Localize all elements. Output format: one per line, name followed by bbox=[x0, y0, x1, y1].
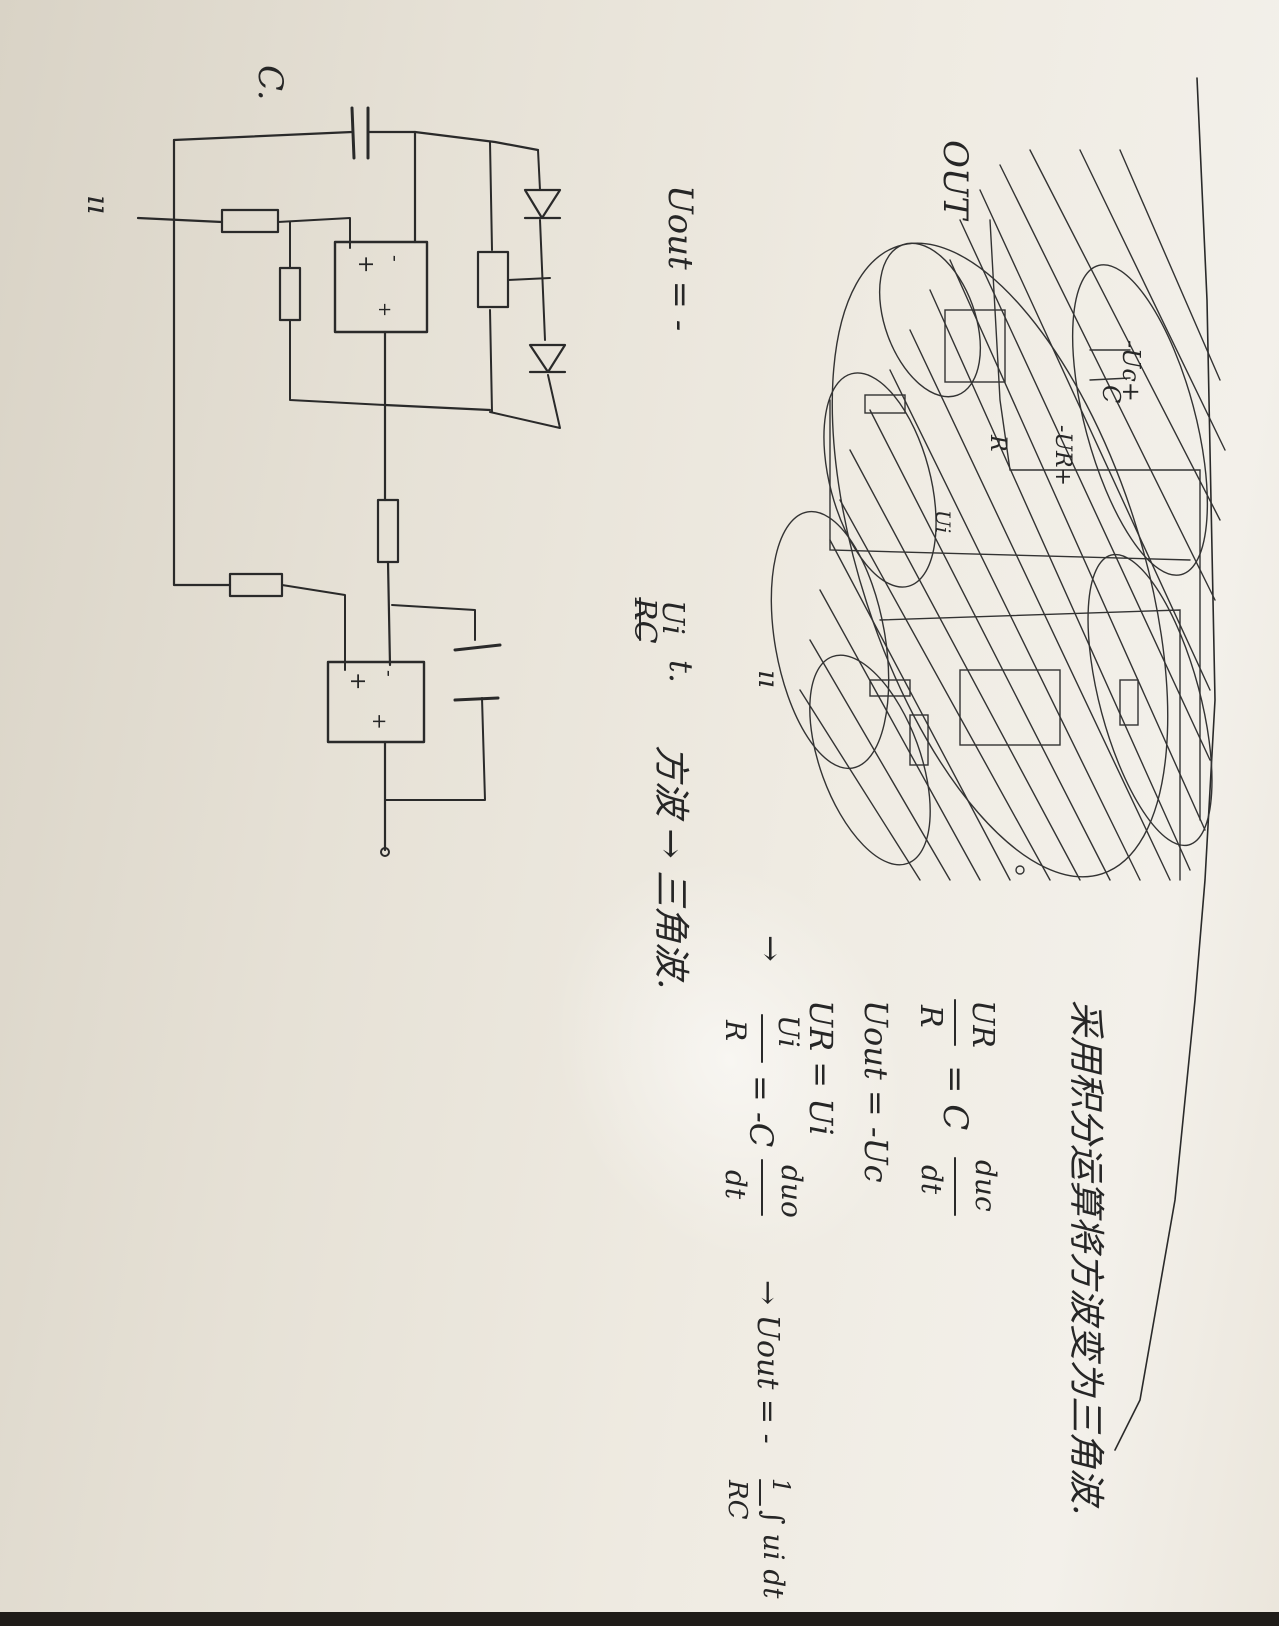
bottom-res-wire bbox=[281, 584, 346, 671]
zener-tap bbox=[507, 277, 551, 281]
diode-1 bbox=[523, 188, 562, 220]
eq4-rhs: = -C bbox=[742, 1075, 780, 1148]
top-formula-t: t. bbox=[662, 660, 700, 684]
opamp1-minus-label: - bbox=[384, 255, 408, 262]
scribble-r-label: R bbox=[985, 435, 1010, 452]
margin-line bbox=[1114, 77, 1216, 1451]
eq1-denominator: R bbox=[913, 1005, 948, 1028]
left-rail bbox=[172, 138, 232, 587]
eq1-numerator: UR bbox=[965, 1000, 1000, 1048]
eq4-coef-denominator: RC bbox=[722, 1480, 752, 1520]
top-formula-chain: 方波 → 三角波. bbox=[650, 745, 691, 990]
scribble-loop-4 bbox=[809, 654, 931, 866]
eq4-integral: ∫ ui dt bbox=[757, 1510, 790, 1599]
capacitor-label: C. bbox=[250, 65, 290, 101]
zener-ground bbox=[383, 403, 492, 412]
opamp-2 bbox=[326, 660, 426, 744]
resistor-2 bbox=[278, 266, 302, 322]
diode-branch-right bbox=[489, 149, 561, 429]
to-opamp2 bbox=[386, 560, 392, 667]
scribble-loop-2 bbox=[823, 372, 937, 588]
cap-wire-right bbox=[366, 130, 540, 152]
zener-body bbox=[476, 250, 510, 309]
scribble-loop-3 bbox=[770, 510, 890, 770]
bottom-resistor bbox=[228, 572, 284, 598]
eq4-frac-numerator: duo bbox=[775, 1165, 808, 1218]
scribble-ui-label: Ui bbox=[931, 510, 955, 534]
scribble-wire-2 bbox=[829, 399, 1191, 881]
opamp2-plus-label: + bbox=[345, 672, 370, 691]
opamp1-plus2-label: + bbox=[374, 302, 395, 318]
scribble-hatch-2 bbox=[1079, 149, 1226, 451]
scribble-opamp-1 bbox=[944, 309, 1006, 383]
output-terminal bbox=[380, 847, 390, 857]
opamp2-minus-label: - bbox=[378, 670, 402, 677]
eq3: UR = Ui bbox=[802, 1000, 840, 1136]
integrator-capacitor bbox=[453, 643, 502, 702]
eq2: Uout = -Uc bbox=[857, 1000, 895, 1183]
opamp1-plus-label: + bbox=[353, 255, 378, 274]
capacitor-c bbox=[350, 106, 370, 160]
integrator-cap-wire bbox=[391, 604, 476, 641]
scribbled-circuit bbox=[770, 149, 1226, 881]
scribble-loop-7 bbox=[831, 242, 1169, 878]
cap-wire-left bbox=[172, 130, 354, 142]
top-formula-left: Uout = - bbox=[660, 185, 700, 332]
r2-bottom-wire bbox=[289, 319, 386, 406]
scribble-out-label: OUT bbox=[935, 140, 975, 220]
integrator-cap-out bbox=[384, 697, 486, 801]
scribble-resistor-3 bbox=[909, 714, 929, 766]
series-resistor bbox=[376, 498, 400, 564]
scribble-ground-mark: ıı bbox=[752, 670, 785, 688]
input-wire bbox=[136, 216, 224, 224]
eq1-rhs: = C bbox=[935, 1065, 975, 1131]
eq4-frac-denominator: dt bbox=[719, 1170, 752, 1200]
eq1-frac-denominator: dt bbox=[915, 1165, 948, 1195]
res-to-opamp bbox=[277, 217, 351, 249]
desk-edge bbox=[0, 1612, 1279, 1626]
scribble-ur-label: -UR+ bbox=[1050, 425, 1075, 486]
scribble-loop-6 bbox=[1087, 553, 1213, 847]
scribble-hatch bbox=[799, 149, 1221, 881]
eq4-result: → Uout = - bbox=[750, 1280, 785, 1444]
scribble-resistor-1 bbox=[864, 394, 906, 414]
scribble-resistor-2 bbox=[869, 679, 911, 697]
eq4-arrow: → bbox=[752, 935, 790, 962]
opamp2-plus2-label: + bbox=[368, 713, 392, 730]
eq4-denominator: R bbox=[719, 1020, 752, 1042]
notes-heading: 采用积分运算将方波变为三角波. bbox=[1065, 1000, 1106, 1516]
scribble-loop-5 bbox=[1071, 264, 1209, 576]
input-resistor bbox=[220, 208, 280, 234]
scribble-wire-1 bbox=[989, 219, 1201, 821]
schematic-top bbox=[136, 106, 567, 857]
scribble-c-label: C bbox=[1097, 385, 1125, 404]
scribble-output-terminal bbox=[1015, 865, 1025, 875]
diode-2 bbox=[528, 343, 567, 374]
scribble-resistor-4 bbox=[1119, 679, 1139, 726]
scribble-opamp-2 bbox=[959, 669, 1061, 746]
eq4-coef-numerator: 1 bbox=[767, 1478, 795, 1494]
diode-branch-left bbox=[489, 141, 493, 413]
fraction-bars bbox=[639, 597, 956, 1506]
scribble-cap bbox=[1089, 349, 1131, 381]
eq1-frac-numerator: duc bbox=[969, 1160, 1002, 1212]
input-mark: ıı bbox=[80, 195, 115, 215]
eq4-numerator: Ui bbox=[772, 1015, 805, 1048]
top-formula-denominator: RC bbox=[627, 598, 662, 644]
opamp-1 bbox=[333, 240, 429, 334]
